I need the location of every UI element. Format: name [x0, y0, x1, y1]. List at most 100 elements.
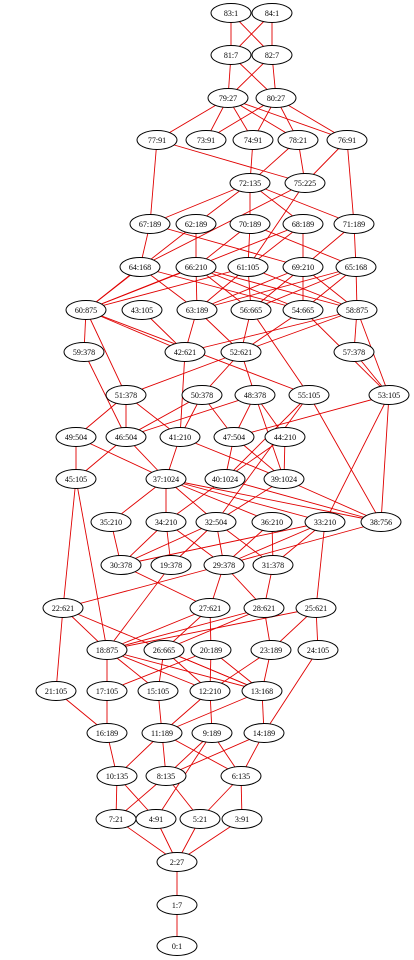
edge-n37-n38 [165, 478, 382, 523]
node-label: 75:225 [294, 179, 316, 188]
node-ellipse [282, 214, 324, 234]
node-n31: 31:378 [252, 555, 294, 575]
node-ellipse [35, 681, 77, 701]
node-label: 69:210 [292, 263, 314, 272]
node-label: 58:875 [346, 306, 368, 315]
node-n57: 57:378 [333, 342, 375, 362]
node-n0: 0:1 [156, 936, 198, 956]
node-ellipse [143, 640, 185, 660]
node-ellipse [277, 130, 319, 150]
edge-n32-n30 [120, 521, 217, 566]
node-ellipse [179, 809, 221, 829]
node-ellipse [264, 427, 306, 447]
node-ellipse [86, 723, 128, 743]
node-label: 33:210 [314, 518, 336, 527]
edge-n60-n42 [85, 309, 186, 353]
node-ellipse [230, 300, 272, 320]
node-label: 31:378 [262, 561, 284, 570]
node-n26: 26:665 [143, 640, 185, 660]
node-label: 13:168 [251, 687, 273, 696]
node-n36: 36:210 [251, 512, 293, 532]
node-label: 23:189 [260, 646, 282, 655]
node-ellipse [164, 342, 206, 362]
node-n74: 74:91 [232, 130, 274, 150]
node-n17: 17:105 [86, 681, 128, 701]
node-label: 7:21 [109, 815, 123, 824]
node-label: 0:1 [172, 942, 182, 951]
node-label: 20:189 [200, 646, 222, 655]
node-ellipse [336, 300, 378, 320]
node-label: 11:189 [151, 729, 173, 738]
edge-n58-n52 [240, 309, 358, 353]
node-n53: 53:105 [368, 385, 410, 405]
node-label: 50:378 [191, 391, 213, 400]
node-ellipse [136, 130, 178, 150]
node-n60: 60:875 [65, 300, 107, 320]
edge-n56-n55 [250, 309, 310, 396]
edge-n76-n71 [346, 139, 355, 225]
node-label: 60:875 [75, 306, 97, 315]
node-label: 2:27 [170, 858, 184, 867]
node-label: 35:210 [100, 518, 122, 527]
node-n51: 51:378 [105, 385, 147, 405]
node-label: 8:135 [157, 772, 175, 781]
edge-n60-n51 [85, 309, 127, 396]
node-label: 83:1 [224, 9, 238, 18]
edge-n26-n13 [163, 649, 263, 692]
node-ellipse [156, 895, 198, 915]
node-ellipse [100, 555, 142, 575]
node-ellipse [185, 130, 227, 150]
node-label: 29:378 [213, 561, 235, 570]
edge-n24-n14 [263, 649, 319, 734]
node-n52: 52:621 [220, 342, 262, 362]
node-ellipse [333, 214, 375, 234]
node-n20: 20:189 [190, 640, 232, 660]
node-ellipse [150, 555, 192, 575]
node-label: 37:1024 [153, 475, 179, 484]
node-label: 47:504 [223, 433, 245, 442]
node-n24: 24:105 [297, 640, 339, 660]
node-label: 68:189 [292, 220, 314, 229]
edge-n72-n71 [249, 182, 355, 225]
node-label: 65:168 [345, 263, 367, 272]
node-n62: 62:189 [175, 214, 217, 234]
node-label: 12:210 [199, 687, 221, 696]
node-ellipse [190, 640, 232, 660]
node-ellipse [284, 173, 326, 193]
edge-n20-n17 [106, 649, 212, 692]
edge-n29-n22 [62, 564, 225, 609]
node-n71: 71:189 [333, 214, 375, 234]
node-ellipse [55, 469, 97, 489]
edge-n28-n26 [163, 607, 265, 651]
node-ellipse [86, 640, 128, 660]
node-ellipse [135, 809, 177, 829]
node-n80: 80:27 [255, 88, 297, 108]
node-label: 3:91 [235, 815, 249, 824]
node-n69: 69:210 [282, 257, 324, 277]
edge-n14-n8 [165, 732, 265, 777]
node-ellipse [227, 257, 269, 277]
node-ellipse [156, 852, 198, 872]
node-n38: 38:756 [360, 512, 402, 532]
node-n42: 42:621 [164, 342, 206, 362]
node-n45: 45:105 [55, 469, 97, 489]
node-n33: 33:210 [304, 512, 346, 532]
edge-n66-n60 [85, 266, 197, 311]
node-label: 48:378 [244, 391, 266, 400]
node-label: 52:621 [230, 348, 252, 357]
node-ellipse [159, 427, 201, 447]
node-ellipse [288, 385, 330, 405]
edge-n65-n63 [196, 266, 357, 311]
node-n66: 66:210 [175, 257, 217, 277]
node-ellipse [295, 598, 337, 618]
edge-n72-n67 [149, 182, 251, 225]
node-ellipse [63, 342, 105, 362]
edge-n33-n25 [315, 521, 326, 609]
node-n21: 21:105 [35, 681, 77, 701]
node-label: 39:1024 [271, 475, 297, 484]
edge-n55-n32 [215, 394, 310, 523]
node-ellipse [251, 512, 293, 532]
edge-n53-n47 [233, 394, 390, 438]
node-ellipse [229, 214, 271, 234]
node-ellipse [234, 385, 276, 405]
